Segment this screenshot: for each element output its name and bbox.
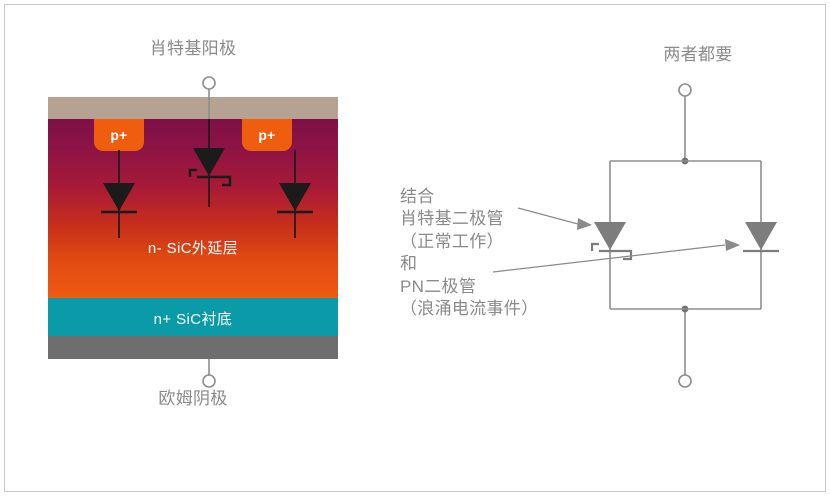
circuit-title: 两者都要 [663, 45, 733, 64]
substrate-layer [48, 298, 338, 336]
cathode-terminal-circle [202, 374, 216, 388]
ohmic-cathode-label: 欧姆阴极 [158, 389, 228, 408]
circuit-schematic [590, 83, 779, 388]
p-plus-well-left: p+ [94, 119, 144, 151]
p-plus-well-right: p+ [242, 119, 292, 151]
circuit-top-junction-dot [681, 157, 689, 165]
cathode-lead-group [202, 359, 216, 388]
annotation-text: 结合 肖特基二极管 （正常工作） 和 PN二极管 （浪涌电流事件） [400, 187, 539, 319]
epi-layer-label: n- SiC外延层 [147, 240, 239, 257]
schottky-anode-label: 肖特基阳极 [149, 39, 237, 58]
anode-metal-layer [48, 97, 338, 119]
circuit-bottom-junction-dot [681, 305, 689, 313]
substrate-layer-label: n+ SiC衬底 [153, 311, 233, 328]
circuit-schottky-diode [590, 222, 633, 261]
circuit-schottky-cathode-bar [590, 242, 633, 261]
circuit-pn-diode [743, 222, 779, 253]
device-cross-section: p+ p+ n- SiC外延层 n+ SiC衬底 [48, 97, 338, 359]
circuit-top-terminal [678, 83, 692, 97]
circuit-schottky-triangle [594, 222, 626, 250]
circuit-pn-triangle [745, 222, 777, 250]
cathode-metal-layer [48, 336, 338, 359]
circuit-bottom-terminal [678, 374, 692, 388]
anode-terminal-circle [202, 76, 216, 90]
epi-layer [48, 119, 338, 298]
